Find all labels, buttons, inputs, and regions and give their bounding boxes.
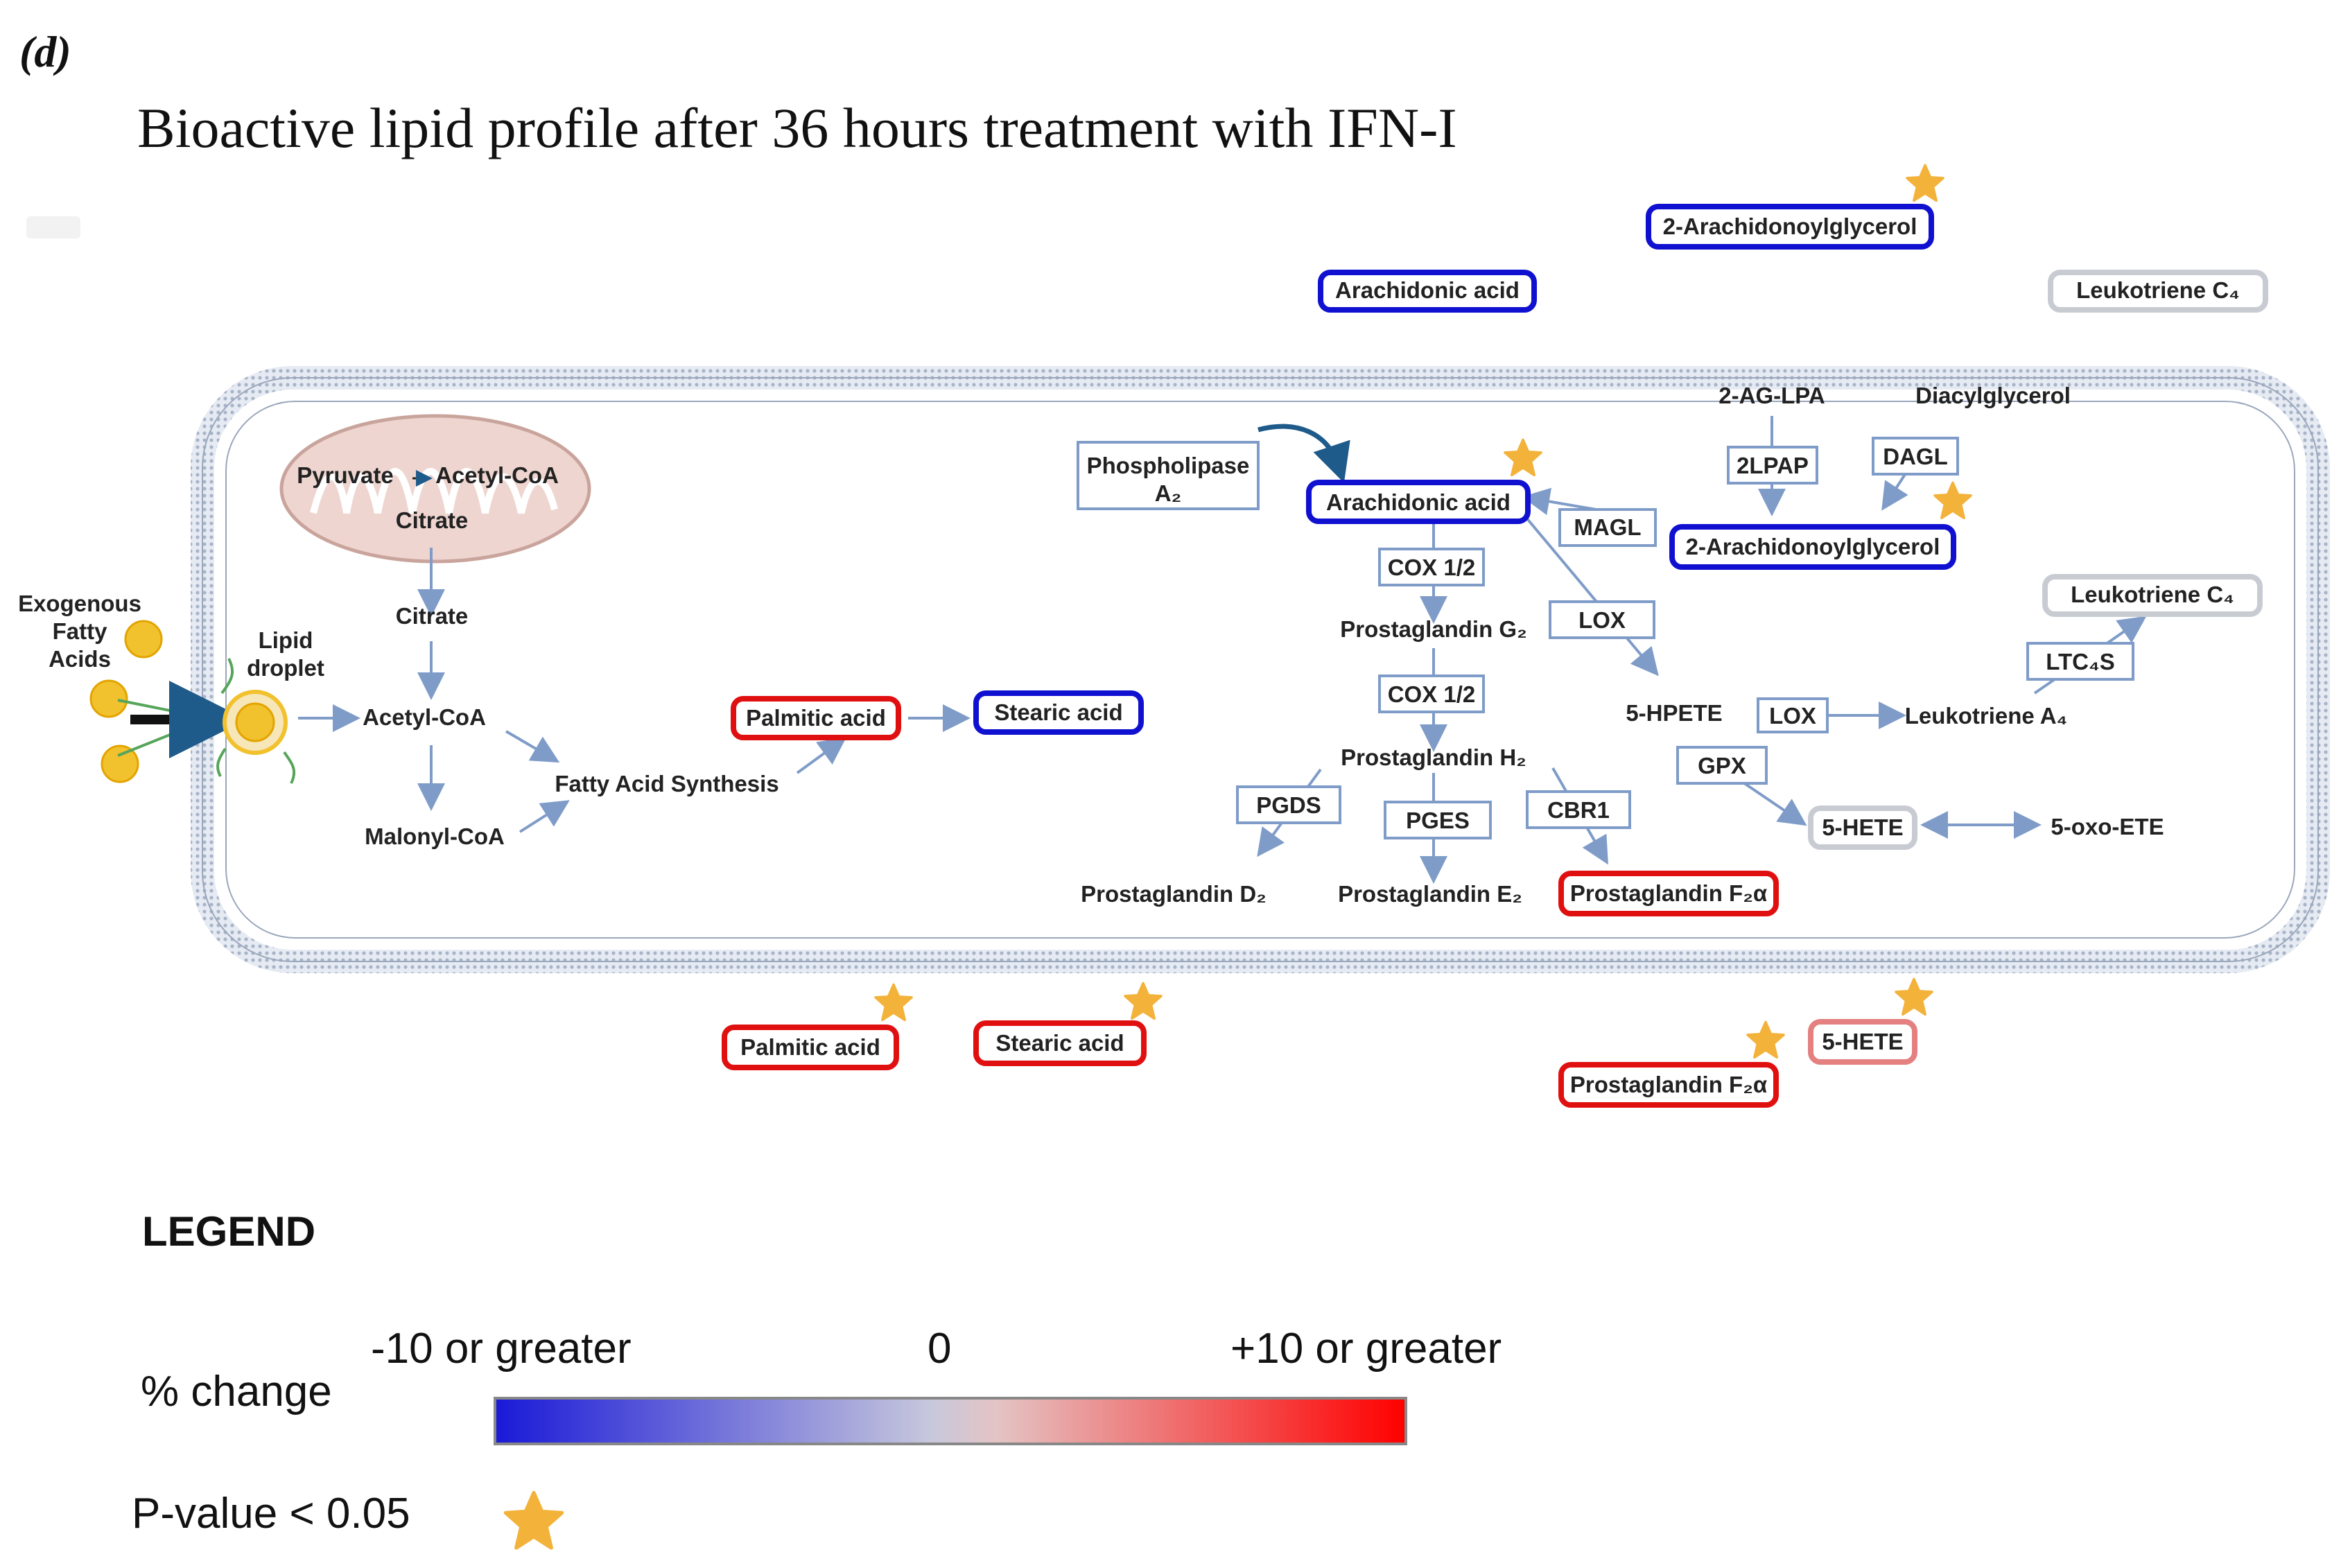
out-5-hete: 5-HETE (1822, 1029, 1903, 1054)
star-icon (506, 1493, 562, 1548)
cox-a: COX 1/2 (1388, 555, 1476, 580)
pyruvate: Pyruvate (297, 462, 393, 488)
prostaglandin-f2a: Prostaglandin F₂α (1570, 880, 1767, 906)
prostaglandin-d2: Prostaglandin D₂ (1081, 881, 1267, 907)
exo-fa-3: Acids (49, 646, 111, 672)
dagl: DAGL (1883, 444, 1948, 469)
star-icon (1895, 977, 1933, 1016)
exo-fa-2: Fatty (53, 618, 107, 644)
2ag-lpa: 2-AG-LPA (1718, 383, 1825, 408)
lipid-droplet-1: Lipid (259, 627, 313, 653)
ltc4s: LTC₄S (2046, 649, 2114, 674)
enzyme-boxes (1077, 437, 2134, 839)
legend-colorbar (494, 1397, 1407, 1445)
pgds: PGDS (1256, 792, 1321, 818)
prostaglandin-h2: Prostaglandin H₂ (1341, 744, 1526, 770)
acetyl-coa: Acetyl-CoA (363, 704, 486, 730)
leukotriene-c4: Leukotriene C₄ (2071, 582, 2234, 607)
stearic-acid: Stearic acid (994, 699, 1122, 725)
metabolite-boxes (722, 204, 2268, 1108)
lox-b: LOX (1769, 703, 1816, 729)
phospholipase-2: A₂ (1155, 480, 1182, 506)
cbr1: CBR1 (1547, 797, 1610, 823)
out-leukotriene-c4: Leukotriene C₄ (2076, 277, 2240, 303)
prostaglandin-e2: Prostaglandin E₂ (1338, 881, 1522, 907)
legend-scale-max: +10 or greater (1230, 1325, 1502, 1373)
exo-fa-1: Exogenous (18, 591, 141, 616)
legend-pct-label: % change (141, 1368, 332, 1415)
fatty-acid-synthesis: Fatty Acid Synthesis (555, 771, 778, 796)
leukotriene-a4: Leukotriene A₄ (1905, 703, 2068, 729)
citrate-mito: Citrate (396, 507, 469, 533)
5-hete: 5-HETE (1822, 815, 1903, 840)
legend-scale-mid: 0 (928, 1325, 952, 1373)
mitochondrion (279, 414, 591, 564)
phospholipase-1: Phospholipase (1087, 453, 1250, 478)
star-icon (1124, 982, 1163, 1020)
out-arachidonic-acid: Arachidonic acid (1335, 277, 1520, 303)
legend-scale-min: -10 or greater (371, 1325, 632, 1373)
5-oxo-ete: 5-oxo-ETE (2051, 814, 2164, 839)
star-icon (1933, 481, 1972, 520)
diacylglycerol: Diacylglycerol (1915, 383, 2071, 408)
lox-a: LOX (1578, 607, 1626, 633)
pges: PGES (1406, 808, 1470, 833)
2ag: 2-Arachidonoylglycerol (1686, 534, 1940, 559)
magl: MAGL (1574, 514, 1641, 540)
out-stearic-acid: Stearic acid (995, 1030, 1124, 1056)
faint-tag (26, 216, 80, 238)
diagram-labels: Arachidonic acid 2-Arachidonoylglycerol … (18, 214, 2240, 1097)
star-icon (1504, 438, 1542, 477)
acetyl-coa-mito: Acetyl-CoA (435, 462, 559, 488)
panel-label: (d) (19, 27, 71, 76)
out-palmitic-acid: Palmitic acid (740, 1034, 880, 1060)
arachidonic-acid: Arachidonic acid (1326, 489, 1511, 515)
cox-b: COX 1/2 (1388, 681, 1476, 707)
out-2ag: 2-Arachidonoylglycerol (1663, 214, 1917, 239)
gpx: GPX (1698, 753, 1746, 778)
5-hpete: 5-HPETE (1626, 700, 1722, 726)
legend-title: LEGEND (142, 1208, 316, 1255)
palmitic-acid: Palmitic acid (746, 705, 886, 731)
cell-membrane (191, 366, 2330, 973)
malonyl-coa: Malonyl-CoA (365, 824, 505, 849)
figure-title: Bioactive lipid profile after 36 hours t… (137, 96, 1457, 159)
star-icon (1906, 164, 1944, 202)
prostaglandin-g2: Prostaglandin G₂ (1340, 616, 1527, 642)
star-icon (1746, 1020, 1785, 1059)
fatty-acid-particles (89, 620, 296, 784)
2lpap: 2LPAP (1737, 453, 1809, 478)
star-icon (874, 983, 913, 1022)
out-prostaglandin-f2a: Prostaglandin F₂α (1570, 1072, 1767, 1097)
legend-pvalue-label: P-value < 0.05 (132, 1490, 410, 1537)
lipid-droplet-2: droplet (247, 655, 324, 681)
citrate: Citrate (396, 603, 469, 629)
